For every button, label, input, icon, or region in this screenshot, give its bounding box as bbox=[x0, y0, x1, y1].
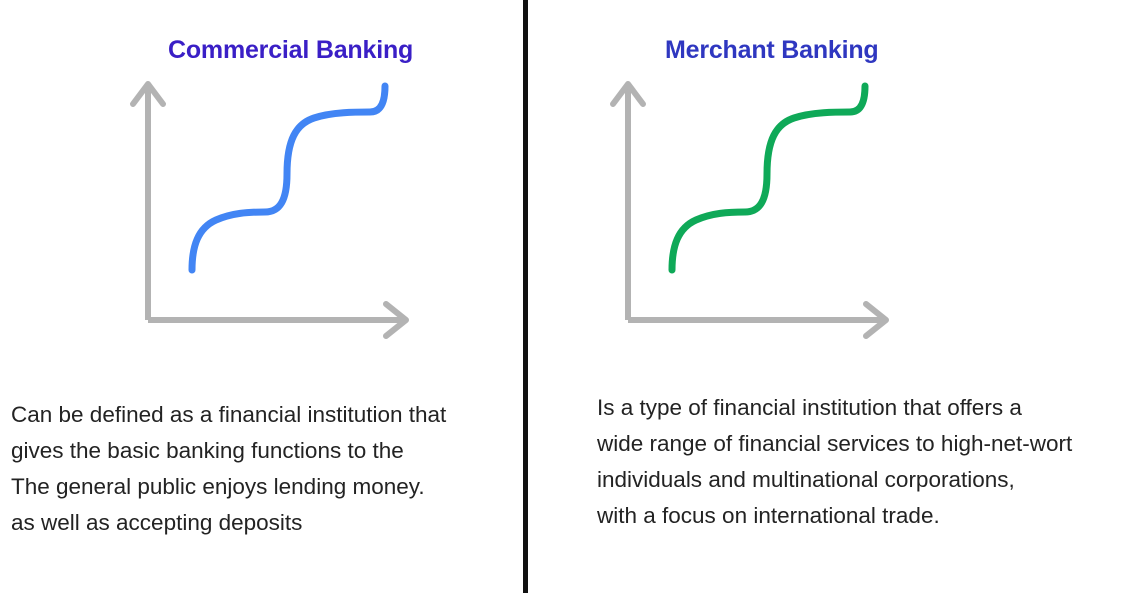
description-commercial-banking: Can be defined as a financial institutio… bbox=[11, 397, 446, 541]
y-axis-arrowhead-icon bbox=[130, 81, 166, 107]
description-line: The general public enjoys lending money. bbox=[11, 474, 425, 499]
panel-commercial-banking: Commercial Banking Can be defined as a f… bbox=[0, 0, 523, 593]
panel-divider bbox=[523, 0, 528, 593]
description-line: with a focus on international trade. bbox=[597, 503, 940, 528]
description-merchant-banking: Is a type of financial institution that … bbox=[597, 390, 1072, 534]
y-axis-arrowhead-icon bbox=[610, 81, 646, 107]
description-line: Is a type of financial institution that … bbox=[597, 395, 1022, 420]
page-title-commercial-banking: Commercial Banking bbox=[168, 36, 414, 64]
description-line: wide range of financial services to high… bbox=[597, 431, 1073, 456]
growth-curve-chart-right bbox=[610, 81, 889, 339]
x-axis-arrowhead-icon bbox=[863, 301, 889, 339]
description-line: gives the basic banking functions to the bbox=[11, 438, 404, 463]
x-axis-arrowhead-icon bbox=[383, 301, 409, 339]
chart-merchant-banking bbox=[600, 70, 900, 340]
growth-curve-chart-left bbox=[130, 81, 409, 339]
description-line: Can be defined as a financial institutio… bbox=[11, 402, 447, 427]
description-line: individuals and multinational corporatio… bbox=[597, 467, 1015, 492]
chart-commercial-banking bbox=[120, 70, 420, 340]
description-line: as well as accepting deposits bbox=[11, 510, 303, 535]
page-title-merchant-banking: Merchant Banking bbox=[665, 36, 879, 64]
curve-path-commercial bbox=[188, 82, 389, 274]
panel-merchant-banking: Merchant Banking Is a type of financial … bbox=[528, 0, 1140, 593]
curve-path-merchant bbox=[668, 82, 869, 274]
